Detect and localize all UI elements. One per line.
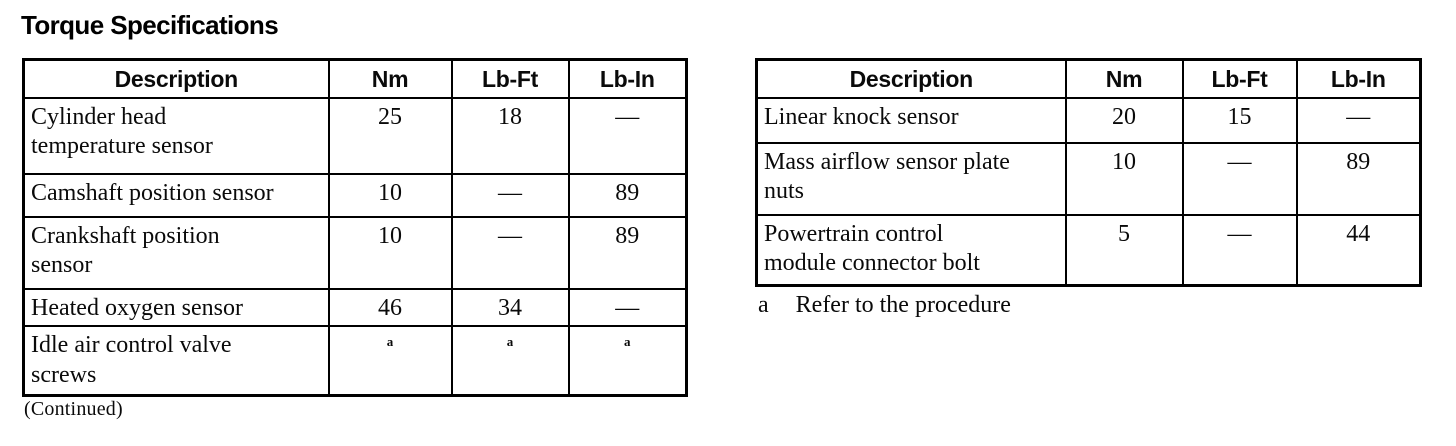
cell-description: Camshaft position sensor	[22, 173, 330, 218]
description-line: Linear knock sensor	[764, 104, 959, 130]
table-row: Crankshaft position sensor 10 — 89	[22, 216, 688, 290]
table-row: Powertrain control module connector bolt…	[755, 214, 1422, 286]
cell-nm: 5	[1064, 214, 1184, 286]
continued-label: (Continued)	[24, 398, 123, 420]
description-line: temperature sensor	[31, 133, 213, 160]
cell-description: Idle air control valve screws	[22, 325, 330, 397]
cell-description: Powertrain control module connector bolt	[755, 214, 1067, 286]
table-row: Cylinder head temperature sensor 25 18 —	[22, 97, 688, 175]
cell-nm: 25	[327, 97, 453, 175]
cell-lb-ft: —	[1181, 142, 1298, 216]
description-line: Heated oxygen sensor	[31, 295, 243, 321]
cell-nm: 10	[1064, 142, 1184, 216]
description-line: screws	[31, 361, 97, 388]
table-row: Heated oxygen sensor 46 34 —	[22, 287, 688, 328]
page-title: Torque Specifications	[21, 10, 279, 40]
table-header-row: Description Nm Lb-Ft Lb-In	[22, 58, 688, 99]
description-line: Camshaft position sensor	[31, 180, 274, 206]
footnote-marker: a	[758, 292, 769, 318]
cell-lb-ft: —	[1181, 214, 1298, 286]
table-row: Idle air control valve screws a a a	[22, 325, 688, 397]
torque-table-right: Description Nm Lb-Ft Lb-In Linear knock …	[755, 58, 1422, 287]
header-lb-in: Lb-In	[1295, 58, 1422, 99]
cell-description: Linear knock sensor	[755, 97, 1067, 144]
description-line: Powertrain control	[764, 221, 944, 247]
table-header-row: Description Nm Lb-Ft Lb-In	[755, 58, 1422, 99]
cell-description: Heated oxygen sensor	[22, 287, 330, 328]
cell-lb-ft: —	[450, 173, 570, 218]
cell-description: Crankshaft position sensor	[22, 216, 330, 290]
description-line: module connector bolt	[764, 250, 980, 277]
cell-lb-in: 89	[567, 216, 688, 290]
cell-lb-ft: 34	[450, 287, 570, 328]
cell-lb-in: —	[567, 97, 688, 175]
description-line: Cylinder head	[31, 104, 167, 130]
cell-lb-in: 89	[567, 173, 688, 218]
description-line: Idle air control valve	[31, 332, 232, 359]
table-row: Linear knock sensor 20 15 —	[755, 97, 1422, 144]
header-lb-ft: Lb-Ft	[450, 58, 570, 99]
table-footnote: a Refer to the procedure	[758, 292, 1011, 319]
table-row: Mass airflow sensor plate nuts 10 — 89	[755, 142, 1422, 216]
torque-table-left: Description Nm Lb-Ft Lb-In Cylinder head…	[22, 58, 688, 397]
description-line: sensor	[31, 252, 93, 279]
cell-nm: 10	[327, 216, 453, 290]
header-lb-in: Lb-In	[567, 58, 688, 99]
cell-lb-in: 89	[1295, 142, 1422, 216]
cell-lb-in: —	[567, 287, 688, 328]
header-nm: Nm	[327, 58, 453, 99]
header-description: Description	[22, 58, 330, 99]
header-description: Description	[755, 58, 1067, 99]
description-line: Crankshaft position	[31, 223, 220, 249]
header-lb-ft: Lb-Ft	[1181, 58, 1298, 99]
description-line: nuts	[764, 178, 805, 205]
cell-lb-ft-footnote-marker: a	[450, 325, 570, 397]
table-row: Camshaft position sensor 10 — 89	[22, 173, 688, 218]
cell-lb-in: —	[1295, 97, 1422, 144]
description-line: Mass airflow sensor plate	[764, 149, 1010, 175]
cell-lb-in: 44	[1295, 214, 1422, 286]
cell-lb-in-footnote-marker: a	[567, 325, 688, 397]
cell-description: Cylinder head temperature sensor	[22, 97, 330, 175]
cell-nm: 10	[327, 173, 453, 218]
cell-lb-ft: —	[450, 216, 570, 290]
cell-nm: 46	[327, 287, 453, 328]
cell-lb-ft: 18	[450, 97, 570, 175]
header-nm: Nm	[1064, 58, 1184, 99]
cell-description: Mass airflow sensor plate nuts	[755, 142, 1067, 216]
cell-lb-ft: 15	[1181, 97, 1298, 144]
cell-nm-footnote-marker: a	[327, 325, 453, 397]
footnote-text: Refer to the procedure	[795, 292, 1011, 318]
cell-nm: 20	[1064, 97, 1184, 144]
